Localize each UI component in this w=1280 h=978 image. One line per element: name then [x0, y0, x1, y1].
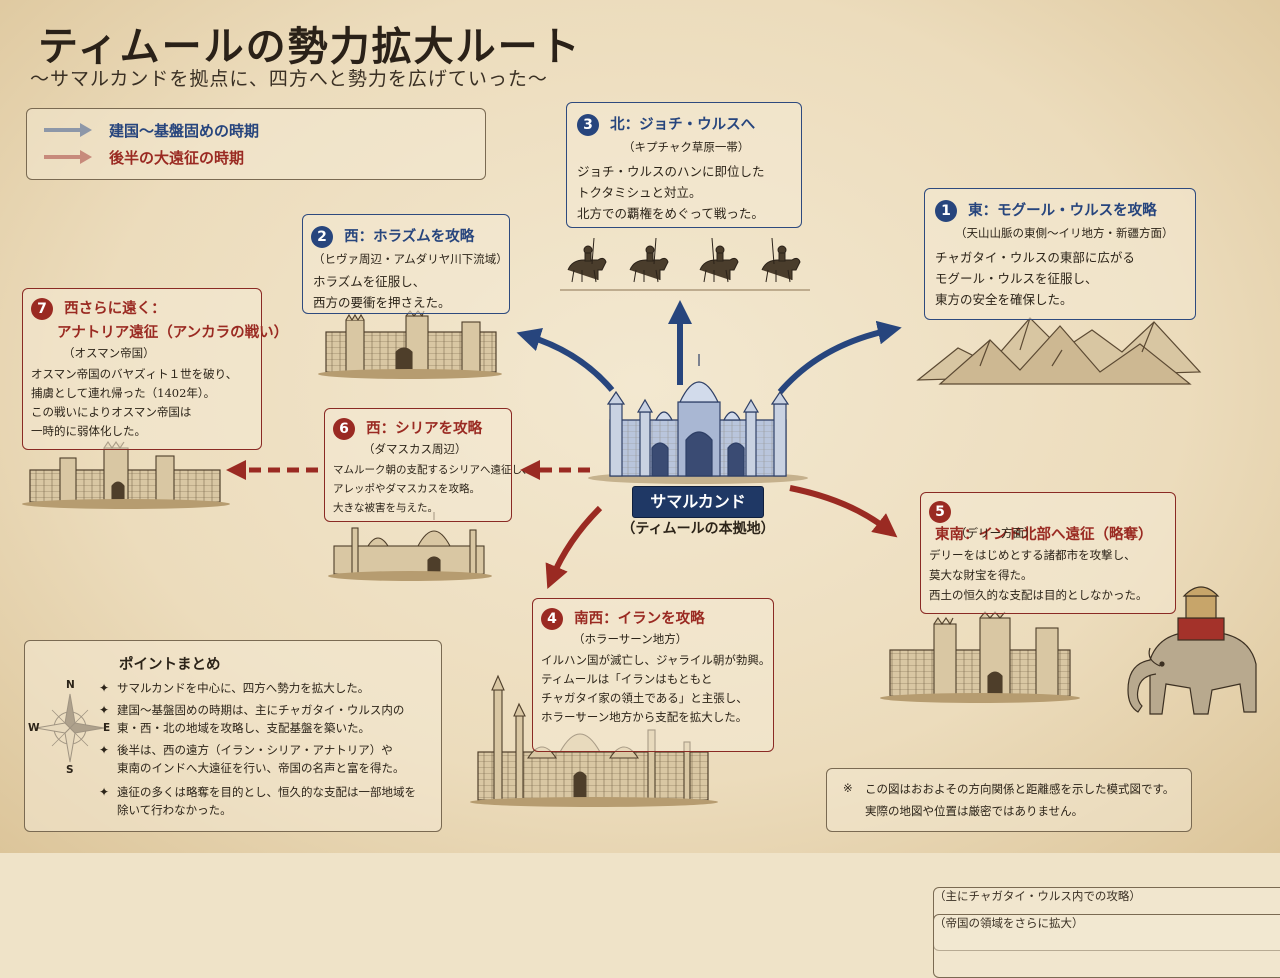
legend-late-label: 後半の大遠征の時期: [109, 148, 245, 167]
summary-line: 東・西・北の地域を攻略し、支配基盤を築いた。: [117, 721, 370, 735]
campaign-1-east: 1 東：モグール・ウルスを攻略 （天山山脈の東側〜イリ地方・新疆方面） チャガタ…: [924, 188, 1196, 320]
campaign-5-line: 莫大な財宝を得た。: [929, 568, 1033, 582]
disclaimer-note: ※ この図はおおよその方向関係と距離感を示した模式図です。 実際の地図や位置は厳…: [826, 768, 1192, 832]
campaign-1-line: モグール・ウルスを征服し、: [935, 271, 1098, 286]
arrow-southeast: [789, 485, 898, 538]
city-icon: [328, 512, 492, 581]
compass-south-label: S: [66, 764, 74, 776]
campaign-1-line: チャガタイ・ウルスの東部に広がる: [935, 250, 1135, 265]
legend-box: 建国〜基盤固めの時期 （主にチャガタイ・ウルス内での攻略） 後半の大遠征の時期 …: [26, 108, 1280, 978]
campaign-4-line: イルハン国が滅亡し、ジャライル朝が勃興。: [541, 653, 771, 667]
arrow-west-khwarazm: [516, 328, 615, 392]
campaign-2-number: 2: [311, 225, 333, 248]
campaign-7-heading: 西さらに遠く：: [64, 300, 166, 317]
campaign-6-line: 大きな被害を与えた。: [333, 502, 438, 514]
elephant-icon: [1127, 586, 1257, 715]
campaign-5-line: デリーをはじめとする諸都市を攻撃し、: [929, 548, 1136, 562]
campaign-5-number: 5: [929, 501, 951, 523]
campaign-7-line: この戦いによりオスマン帝国は: [31, 405, 192, 419]
mountains-icon: [916, 317, 1202, 385]
summary-line: 後半は、西の遠方（イラン・シリア・アナトリア）や: [117, 743, 393, 757]
arrow-southwest: [545, 505, 603, 590]
note-line: この図はおおよその方向関係と距離感を示した模式図です。: [865, 782, 1175, 796]
summary-line: 遠征の多くは略奪を目的とし、恒久的な支配は一部地域を: [117, 785, 416, 799]
campaign-4-line: ティムールは「イランはもともと: [541, 672, 713, 686]
campaign-7-sub: （オスマン帝国）: [63, 346, 155, 360]
campaign-4-line: チャガタイ家の領土である」と主張し、: [541, 691, 748, 705]
campaign-3-number: 3: [577, 113, 599, 136]
legend-late-row: 後半の大遠征の時期 （帝国の領域をさらに拡大）: [101, 146, 1280, 978]
campaign-7-line: オスマン帝国のバヤズィト１世を破り、: [31, 367, 238, 381]
campaign-2-sub: （ヒヴァ周辺・アムダリヤ川下流域）: [313, 252, 508, 266]
campaign-1-number: 1: [935, 199, 957, 222]
summary-line: 除いて行わなかった。: [117, 803, 232, 817]
page-subtitle: 〜サマルカンドを拠点に、四方へと勢力を広げていった〜: [30, 68, 548, 90]
horsemen-icon: [560, 237, 810, 291]
campaign-4-iran: 4 南西：イランを攻略 （ホラーサーン地方） イルハン国が滅亡し、ジャライル朝が…: [532, 598, 774, 752]
campaign-5-india: 5 東南：インド北部へ遠征（略奪） （デリー方面） デリーをはじめとする諸都市を…: [920, 492, 1176, 614]
campaign-3-line: ジョチ・ウルスのハンに即位した: [577, 164, 765, 179]
legend-early-row: 建国〜基盤固めの時期 （主にチャガタイ・ウルス内での攻略）: [101, 119, 1280, 951]
campaign-4-sub: （ホラーサーン地方）: [573, 632, 688, 646]
summary-title: ポイントまとめ: [119, 656, 221, 673]
campaign-2-line: ホラズムを征服し、: [313, 274, 426, 289]
campaign-2-heading: 西：ホラズムを攻略: [344, 228, 475, 245]
legend-late-note: （帝国の領域をさらに拡大）: [933, 914, 1280, 978]
campaign-7-anatolia: 7 西さらに遠く： アナトリア遠征（アンカラの戦い） （オスマン帝国） オスマン…: [22, 288, 288, 450]
campaign-7-number: 7: [31, 297, 53, 320]
compass-east-label: E: [103, 722, 111, 734]
summary-line: 建国〜基盤固めの時期は、主にチャガタイ・ウルス内の: [117, 703, 405, 717]
campaign-7-heading-2: アナトリア遠征（アンカラの戦い）: [57, 324, 289, 341]
campaign-1-line: 東方の安全を確保した。: [935, 292, 1073, 307]
page-title: ティムールの勢力拡大ルート: [38, 23, 582, 70]
campaign-1-heading: 東：モグール・ウルスを攻略: [968, 202, 1157, 219]
campaign-5-heading: 東南：インド北部へ遠征（略奪）: [935, 526, 1153, 543]
campaign-3-north: 3 北：ジョチ・ウルスへ （キプチャク草原一帯） ジョチ・ウルスのハンに即位した…: [566, 102, 802, 228]
summary-line: サマルカンドを中心に、四方へ勢力を拡大した。: [117, 681, 370, 695]
campaign-7-line: 一時的に弱体化した。: [31, 424, 146, 438]
summary-point: ✦ サマルカンドを中心に、四方へ勢力を拡大した。: [99, 679, 370, 697]
samarkand-label: サマルカンド: [632, 486, 764, 518]
campaign-3-heading: 北：ジョチ・ウルスへ: [610, 116, 756, 133]
summary-point: ✦ 建国〜基盤固めの時期は、主にチャガタイ・ウルス内の 東・西・北の地域を攻略し…: [99, 701, 405, 737]
campaign-6-line: アレッポやダマスカスを攻略。: [333, 483, 480, 495]
compass-west-label: W: [28, 722, 40, 734]
note-mark: ※: [843, 781, 853, 795]
castle-icon: [22, 441, 230, 509]
campaign-3-sub: （キプチャク草原一帯）: [623, 140, 750, 154]
campaign-4-number: 4: [541, 607, 563, 630]
campaign-4-line: ホラーサーン地方から支配を拡大した。: [541, 710, 748, 724]
campaign-2-line: 西方の要衝を押さえた。: [313, 295, 451, 310]
campaign-3-line: トクタミシュと対立。: [577, 185, 702, 200]
campaign-5-sub: （デリー方面）: [955, 526, 1036, 540]
indian-fortress-icon: [880, 611, 1080, 703]
campaign-6-syria: 6 西：シリアを攻略 （ダマスカス周辺） マムルーク朝の支配するシリアへ遠征し、…: [324, 408, 533, 522]
bullet-icon: ✦: [99, 743, 110, 757]
campaign-6-sub: （ダマスカス周辺）: [363, 442, 467, 456]
campaign-6-heading: 西：シリアを攻略: [366, 420, 483, 437]
fortress-icon: [318, 310, 502, 379]
summary-box: ポイントまとめ ✦ サマルカンドを中心に、四方へ勢力を拡大した。 ✦ 建国〜基盤…: [24, 640, 442, 832]
arrow-east: [777, 320, 902, 394]
campaign-4-heading: 南西：イランを攻略: [574, 610, 705, 627]
note-line: 実際の地図や位置は厳密ではありません。: [865, 804, 1084, 818]
campaign-5-line: 西土の恒久的な支配は目的としなかった。: [929, 588, 1148, 602]
compass-north-label: N: [66, 679, 75, 691]
palace-icon: [588, 354, 808, 484]
samarkand-sub: （ティムールの本拠地）: [621, 521, 775, 537]
summary-point: ✦ 遠征の多くは略奪を目的とし、恒久的な支配は一部地域を 除いて行わなかった。: [99, 783, 416, 819]
campaign-3-line: 北方での覇権をめぐって戦った。: [577, 206, 764, 221]
summary-point: ✦ 後半は、西の遠方（イラン・シリア・アナトリア）や 東南のインドへ大遠征を行い…: [99, 741, 405, 777]
campaign-7-line: 捕虜として連れ帰った（1402年）。: [31, 386, 216, 400]
campaign-6-line: マムルーク朝の支配するシリアへ遠征し、: [333, 464, 533, 476]
bullet-icon: ✦: [99, 703, 110, 717]
bullet-icon: ✦: [99, 681, 110, 695]
campaign-1-sub: （天山山脈の東側〜イリ地方・新疆方面）: [955, 226, 1174, 240]
legend-early-label: 建国〜基盤固めの時期: [109, 121, 260, 140]
campaign-6-number: 6: [333, 417, 355, 440]
bullet-icon: ✦: [99, 785, 110, 799]
campaign-2-khwarazm: 2 西：ホラズムを攻略 （ヒヴァ周辺・アムダリヤ川下流域） ホラズムを征服し、 …: [302, 214, 510, 314]
summary-line: 東南のインドへ大遠征を行い、帝国の名声と富を得た。: [117, 761, 405, 775]
